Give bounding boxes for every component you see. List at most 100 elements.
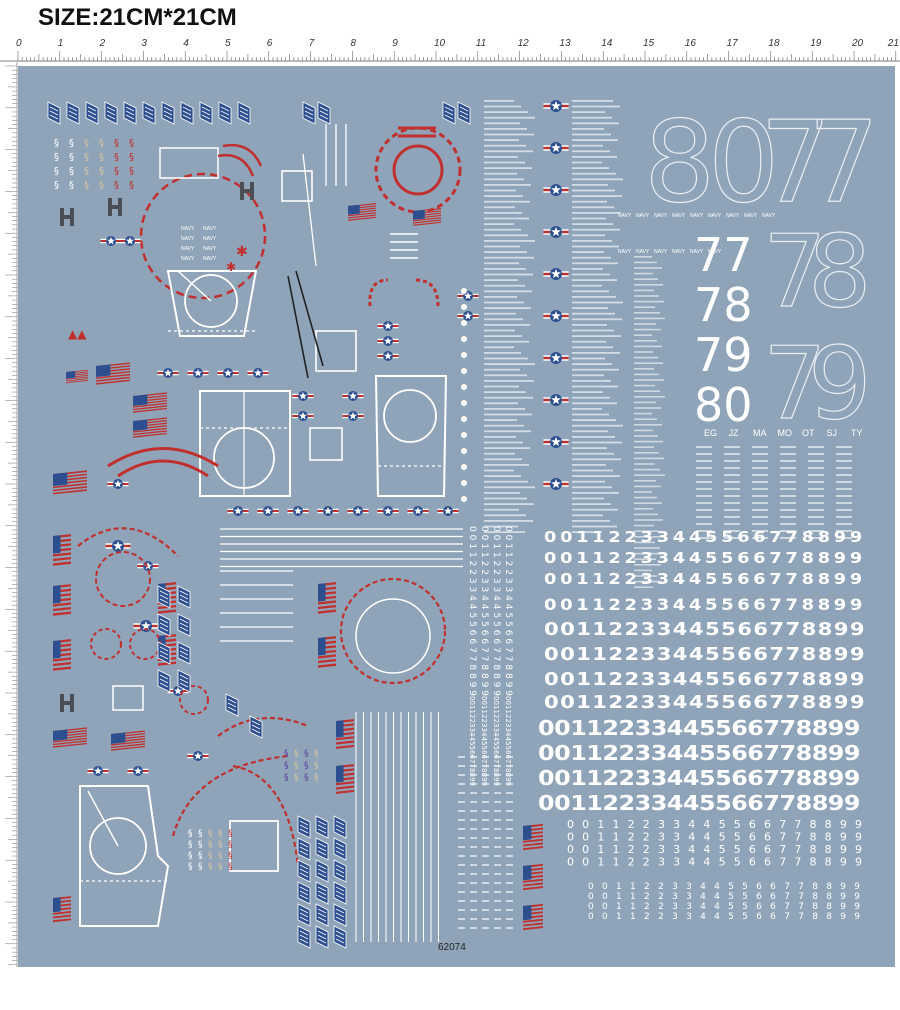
fine-text-line: [808, 509, 824, 511]
chevron-decal-small: [315, 925, 329, 949]
digit-row-small: 0 0 1 1 2 2 3 3 4 4 5 5 6 6 7 7 8 8 9 9: [588, 902, 860, 912]
roundel-star: [144, 561, 152, 570]
roundel-decal: [292, 411, 314, 421]
fine-text-line: [808, 474, 824, 476]
fine-text-line: [724, 516, 740, 518]
roundel-decal: [105, 540, 131, 552]
tiny-stencil-mark: [458, 900, 465, 902]
fine-text-line: [572, 340, 606, 343]
fine-text-line: [836, 481, 852, 483]
fine-text-line: [696, 523, 712, 525]
red-white-dashed-ring: [374, 126, 462, 214]
small-dot: [461, 480, 467, 486]
chevron-lines: [163, 106, 173, 120]
fine-text-line: [696, 474, 712, 476]
flag-stripe: [158, 604, 176, 610]
fine-text-line: [780, 516, 796, 518]
tiny-stencil-mark: [458, 891, 465, 893]
roundel-star: [141, 620, 151, 631]
fine-text-line: [752, 502, 768, 504]
chevron-lines: [299, 820, 309, 834]
ruler-label: 7: [309, 38, 315, 49]
fine-text-line: [634, 575, 657, 577]
fine-text-line: [572, 228, 620, 231]
vertical-digits: 0 0 1 1 2 2 3 3 4 4 5 5 6 6 7 7 8 8 9 9: [479, 526, 489, 696]
flag-stripe: [66, 378, 88, 382]
fine-text-line: [724, 446, 740, 448]
small-marking-glyph: §: [314, 761, 319, 771]
fine-text-line: [836, 537, 852, 539]
us-flag-decal: [133, 417, 167, 438]
roundel-star: [384, 351, 392, 360]
tiny-stencil-mark: [458, 873, 465, 875]
flag-stripe: [133, 405, 167, 411]
fine-text-line: [484, 357, 528, 360]
red-dashed-arc: [77, 527, 179, 557]
fine-text-line: [752, 460, 768, 462]
digit-row-light: 0 0 1 1 2 2 3 3 4 4 5 5 6 6 7 7 8 8 9 9: [567, 818, 862, 831]
flag-stripe: [523, 882, 543, 887]
flag-stripe: [133, 402, 167, 408]
fine-text-line: [634, 536, 664, 538]
small-marking-glyph: §: [228, 840, 233, 850]
fine-text-line: [484, 172, 517, 175]
big-outline-number: 7: [763, 213, 827, 330]
fine-text-line: [484, 150, 533, 153]
chevron-lines: [299, 930, 309, 944]
flag-stripe: [53, 611, 71, 616]
fine-text-line: [484, 245, 520, 248]
fine-text-line: [572, 430, 608, 433]
flag-stripe: [318, 663, 336, 668]
roundel-star: [194, 751, 202, 760]
fine-text-line: [484, 346, 514, 349]
us-flag-decal: [336, 764, 354, 794]
us-flag-decal: [53, 534, 71, 566]
tiny-stencil-mark: [470, 828, 477, 830]
grey-bracket-decal: [108, 198, 122, 216]
fine-text-line: [780, 523, 796, 525]
fine-text-line: [634, 541, 655, 544]
landing-pad-circle: [184, 274, 238, 328]
small-dot: [461, 368, 467, 374]
navy-label: NAVY: [762, 213, 776, 219]
flag-stripe: [96, 373, 130, 379]
landing-pad-3-circle: [383, 389, 437, 443]
roundel-star: [551, 268, 561, 279]
flag-stripe: [523, 846, 543, 851]
fine-text-line: [484, 212, 522, 214]
white-square: [309, 427, 343, 461]
chevron-lines: [159, 618, 169, 632]
us-flag-decal: [66, 369, 88, 384]
fine-text-line: [634, 373, 659, 376]
digit-row-light: 0 0 1 1 2 2 3 3 4 4 5 5 6 6 7 7 8 8 9 9: [567, 831, 862, 844]
small-dot: [461, 432, 467, 438]
digit-row-light: 0 0 1 1 2 2 3 3 4 4 5 5 6 6 7 7 8 8 9 9: [567, 856, 862, 869]
fine-text-line: [724, 509, 740, 511]
fine-text-line: [484, 262, 519, 265]
roundel-star: [174, 686, 182, 695]
fine-text-line: [484, 116, 535, 119]
chevron-decal: [225, 693, 239, 717]
small-marking-glyph: §: [218, 829, 223, 839]
fine-text-line: [484, 424, 524, 427]
fine-text-line: [572, 424, 623, 427]
small-marking-glyph: §: [54, 138, 59, 149]
vertical-digit-column: 0 0 1 1 2 2 3 3 4 4 5 5 6 6 7 7 8 8 9 9: [491, 526, 501, 696]
vertical-digit-column: 0 0 1 1 2 2 3 3 4 4 5 5 6 6 7 7 8 8 9 9: [467, 526, 477, 696]
fine-text-line: [724, 481, 740, 483]
tiny-stencil-mark: [470, 765, 477, 767]
navy-label: NAVY: [618, 213, 632, 219]
roundel-star: [354, 506, 362, 515]
chevron-lines: [335, 908, 345, 922]
chevron-decal: [161, 101, 175, 125]
fine-text-line: [572, 200, 607, 203]
fine-text-line: [780, 495, 796, 497]
fine-text-line: [634, 328, 661, 331]
vertical-digits: 0 0 1 1 2 2 3 3 4 4 5 5 6 6 7 7 8 8 9 9: [503, 526, 513, 696]
tiny-stencil-mark: [458, 774, 465, 776]
chevron-decal-small: [177, 641, 191, 665]
flag-stripe: [336, 781, 354, 786]
fine-text-line: [484, 525, 518, 528]
roundel-decal: [342, 391, 364, 401]
us-flag-decal: [53, 727, 87, 748]
